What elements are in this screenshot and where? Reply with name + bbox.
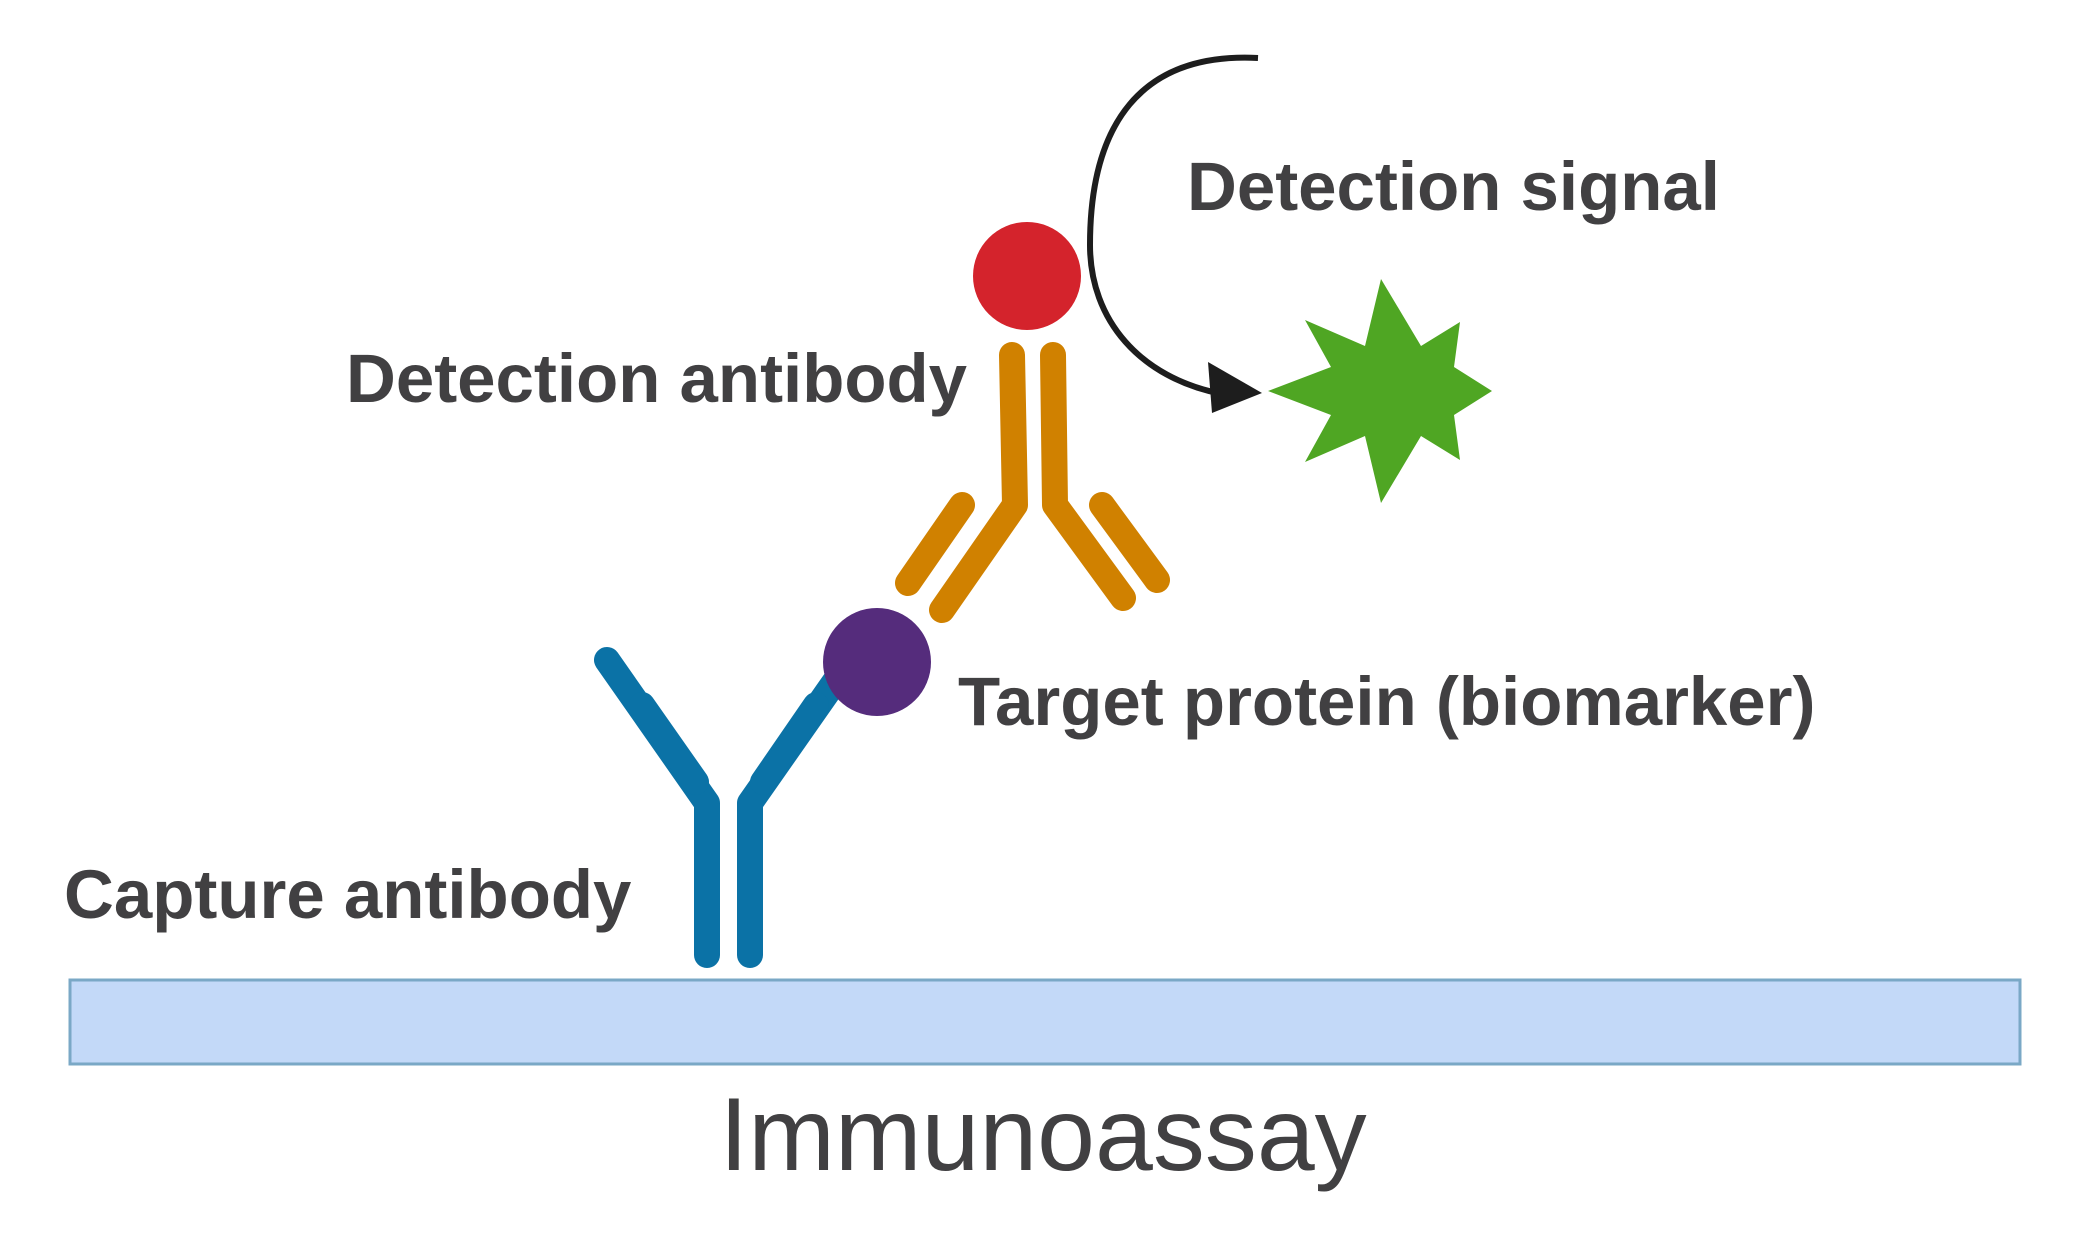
signal-star-icon <box>1268 279 1492 503</box>
target-protein-label: Target protein (biomarker) <box>958 663 1816 740</box>
assay-plate <box>68 978 2022 1066</box>
detection-antibody-icon <box>895 342 1170 623</box>
detection-label-icon <box>973 222 1081 330</box>
curved-arrow-icon <box>1086 54 1259 397</box>
capture-antibody-icon <box>594 647 863 968</box>
capture-antibody-label: Capture antibody <box>64 856 631 933</box>
target-protein-icon <box>823 608 931 716</box>
detection-antibody-label: Detection antibody <box>346 340 967 417</box>
detection-signal-label: Detection signal <box>1187 148 1720 225</box>
diagram-title: Immunoassay <box>719 1077 1366 1193</box>
arrow-head-icon <box>1208 362 1262 413</box>
